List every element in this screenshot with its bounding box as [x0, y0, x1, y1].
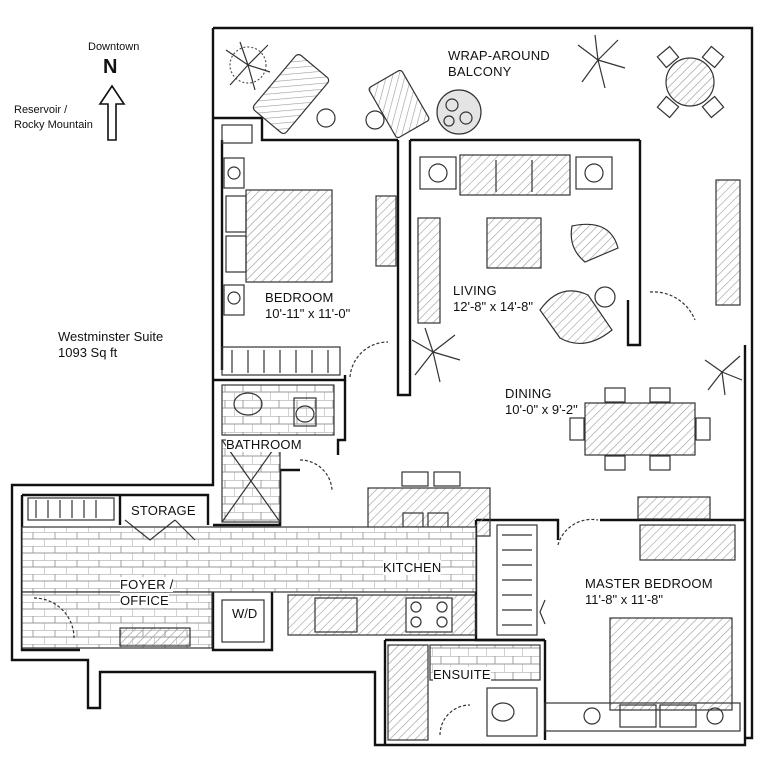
bathroom-label: BATHROOM: [226, 437, 302, 452]
desk: [119, 627, 191, 647]
wd-label: W/D: [232, 606, 258, 621]
end-table: [419, 156, 457, 190]
nightstand: [223, 284, 245, 316]
ensuite-label: ENSUITE: [433, 667, 491, 682]
end-table: [575, 156, 613, 190]
dresser: [639, 524, 736, 561]
buffet: [637, 496, 711, 520]
lounge-chair: [368, 69, 430, 139]
plant-icon: [411, 327, 461, 383]
master-closet: [496, 524, 538, 636]
bed: [245, 189, 333, 283]
patio-table: [656, 45, 725, 119]
armchair: [539, 290, 613, 345]
master-bedroom-label: MASTER BEDROOM: [585, 576, 713, 591]
plant-icon: [225, 41, 271, 91]
sofa: [459, 154, 571, 196]
north-letter: N: [103, 56, 118, 78]
living-label: LIVING: [453, 283, 497, 298]
nightstand-lamp: [583, 707, 601, 725]
bed: [609, 617, 733, 711]
plant-icon: [704, 355, 743, 396]
ensuite-fixtures: [387, 644, 541, 741]
balcony-label-line1: WRAP-AROUND: [448, 48, 550, 63]
dining-label: DINING: [505, 386, 552, 401]
north-arrow-icon: [98, 84, 126, 141]
balcony-label-line2: BALCONY: [448, 64, 512, 79]
foyer-label-line2: OFFICE: [120, 593, 169, 608]
rocky-mountain-label: Rocky Mountain: [14, 119, 93, 131]
dining-furniture: [569, 387, 711, 520]
coffee-table: [486, 217, 542, 269]
shrub-icon: [436, 89, 482, 135]
planter-box: [715, 179, 741, 306]
balcony-furniture: [225, 34, 743, 396]
nightstand-lamp: [706, 707, 724, 725]
dresser: [375, 195, 397, 267]
console: [417, 217, 441, 324]
storage-closet: [27, 497, 196, 541]
kitchen-label: KITCHEN: [383, 560, 442, 575]
hall-tile-floor: [21, 526, 477, 593]
dining-table: [584, 402, 696, 456]
dining-size: 10'-0" x 9'-2": [505, 402, 578, 417]
bathtub: [387, 644, 429, 741]
foyer-area: [21, 497, 477, 649]
bathroom-fixtures: [221, 384, 335, 523]
foyer-label-line1: FOYER /: [120, 577, 174, 592]
armchair: [570, 223, 619, 263]
storage-label: STORAGE: [131, 503, 196, 518]
master-bedroom-size: 11'-8" x 11'-8": [585, 592, 664, 607]
plant-icon: [577, 34, 626, 89]
bedroom-label: BEDROOM: [265, 290, 334, 305]
bedroom-closet: [221, 346, 341, 376]
living-size: 12'-8" x 14'-8": [453, 299, 533, 314]
sink: [491, 702, 515, 722]
bedroom-size: 10'-11" x 11'-0": [265, 306, 351, 321]
toilet: [293, 397, 317, 427]
master-furniture: [496, 518, 741, 732]
living-furniture: [411, 154, 696, 383]
suite-area: 1093 Sq ft: [58, 345, 118, 360]
reservoir-label: Reservoir /: [14, 104, 68, 116]
sink: [233, 392, 263, 416]
nightstand: [223, 157, 245, 189]
downtown-label: Downtown: [88, 41, 140, 53]
bedroom-furniture: [221, 124, 397, 378]
suite-name: Westminster Suite: [58, 329, 164, 344]
lounge-chair: [252, 53, 330, 135]
